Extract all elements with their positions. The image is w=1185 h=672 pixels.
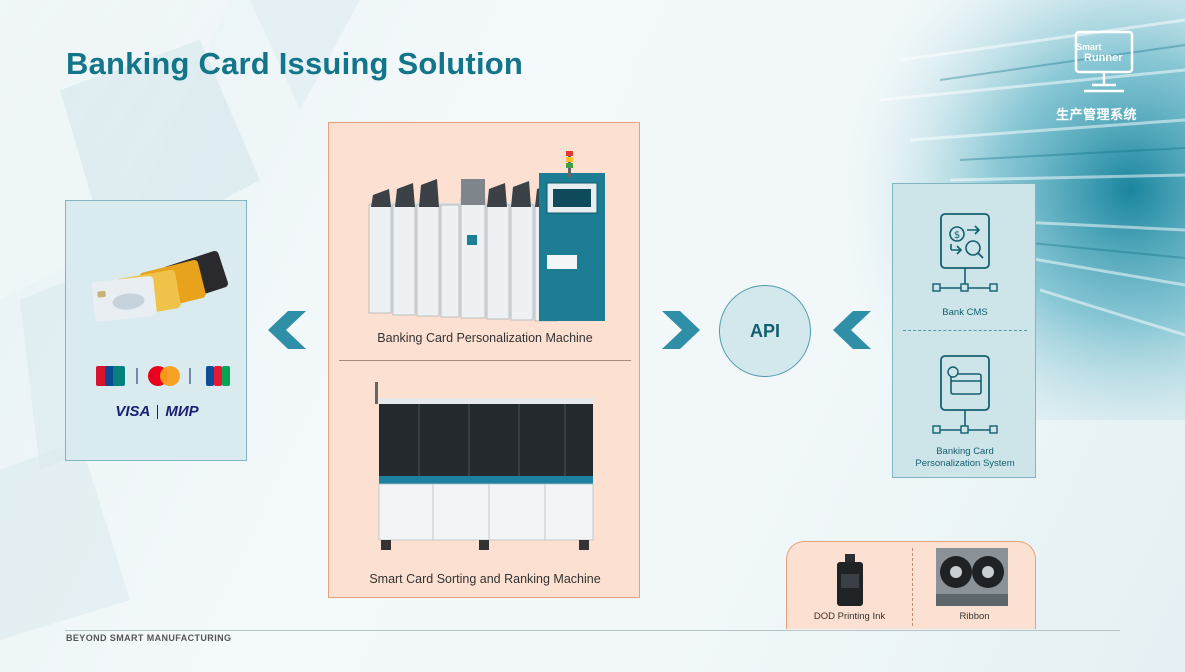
machine-divider xyxy=(339,360,631,361)
consumables-panel: DOD Printing Ink Ribbon xyxy=(786,541,1036,629)
monitor-icon xyxy=(1074,30,1134,93)
personalization-machine-image xyxy=(368,151,605,322)
bank-cms-label: Bank CMS xyxy=(942,307,988,318)
arrow-left-icon xyxy=(268,311,306,349)
slide-title: Banking Card Issuing Solution xyxy=(66,46,524,81)
footer-text: BEYOND SMART MANUFACTURING xyxy=(66,633,232,643)
sorting-machine-label: Smart Card Sorting and Ranking Machine xyxy=(369,572,601,586)
panel-divider xyxy=(903,330,1027,331)
bank-cards-panel: VISA МИР xyxy=(65,200,247,461)
footer-line xyxy=(65,630,1120,631)
personalization-machine-label: Banking Card Personalization Machine xyxy=(377,331,593,345)
ribbon-label: Ribbon xyxy=(959,611,990,622)
bank-cards-image xyxy=(91,250,228,322)
jcb-icon xyxy=(206,366,230,386)
ribbon-image xyxy=(936,548,1008,606)
arrow-left-icon xyxy=(833,311,871,349)
bank-systems-panel: $ Bank CMS Banking Card Personali xyxy=(892,183,1036,478)
visa-logo: VISA xyxy=(115,403,151,421)
machines-panel: Banking Card Personalization Machine xyxy=(328,122,640,598)
arrow-right-icon xyxy=(662,311,700,349)
svg-text:$: $ xyxy=(954,230,960,241)
personalization-system-label-line2: Personalization System xyxy=(915,458,1015,469)
smart-runner-logo: Smart Runner 生产管理系统 xyxy=(1048,28,1160,128)
personalization-system-label: Banking Card Personalization System xyxy=(893,446,1037,470)
logo-chinese-text: 生产管理系统 xyxy=(1056,108,1138,123)
mastercard-icon xyxy=(148,366,180,386)
visa-mir-row: VISA МИР xyxy=(66,403,248,421)
logo-text-smart: Smart xyxy=(1076,42,1102,52)
mir-logo: МИР xyxy=(165,403,199,421)
bank-cms-icon: $ xyxy=(932,213,998,292)
api-node: API xyxy=(719,285,811,377)
personalization-system-label-line1: Banking Card xyxy=(936,446,994,457)
personalization-system-icon xyxy=(932,355,998,434)
card-brand-logos xyxy=(96,366,230,386)
dod-ink-label: DOD Printing Ink xyxy=(813,611,886,622)
unionpay-icon xyxy=(96,366,125,386)
logo-text-runner: Runner xyxy=(1084,52,1123,64)
consumables-divider xyxy=(912,548,913,626)
sorting-machine-image xyxy=(375,382,594,550)
ink-bottle-image xyxy=(837,554,863,606)
